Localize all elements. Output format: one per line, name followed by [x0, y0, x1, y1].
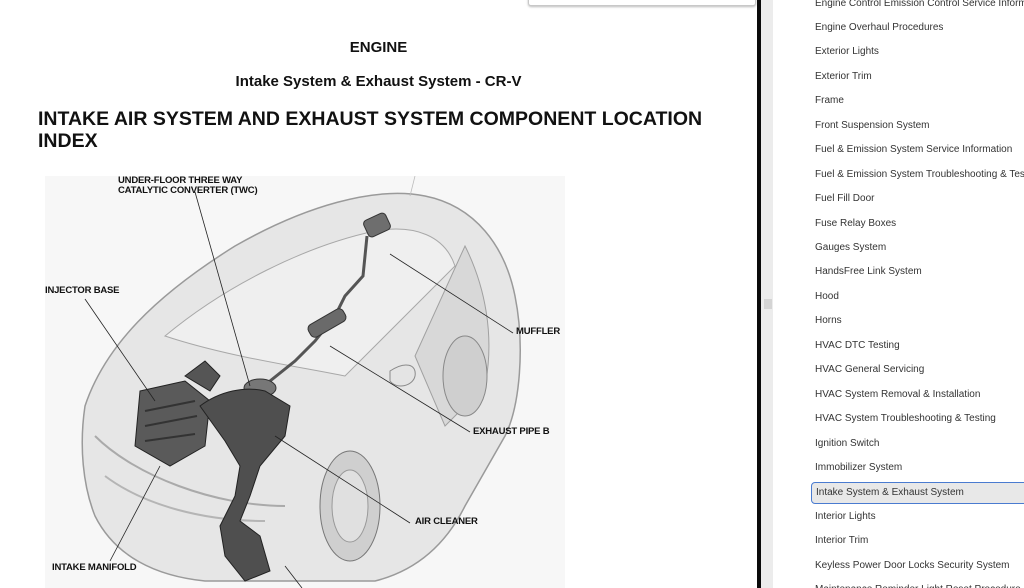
nav-item[interactable]: Fuse Relay Boxes [815, 218, 897, 229]
nav-item[interactable]: Fuel & Emission System Service Informati… [815, 144, 1013, 155]
label-muffler: MUFFLER [516, 326, 560, 337]
nav-item[interactable]: HandsFree Link System [815, 266, 922, 277]
nav-item[interactable]: Keyless Power Door Locks Security System [815, 560, 1010, 571]
nav-item[interactable]: HVAC System Removal & Installation [815, 389, 981, 400]
splitter-handle[interactable] [764, 299, 772, 309]
section-title: ENGINE [349, 39, 408, 56]
nav-item[interactable]: HVAC System Troubleshooting & Testing [815, 413, 996, 424]
label-injector-base: INJECTOR BASE [45, 285, 120, 296]
nav-item[interactable]: Fuel Fill Door [815, 193, 875, 204]
nav-item[interactable]: Gauges System [815, 242, 887, 253]
nav-item[interactable]: Exterior Lights [815, 46, 879, 57]
nav-item[interactable]: HVAC DTC Testing [815, 340, 900, 351]
nav-item[interactable]: HVAC General Servicing [815, 364, 925, 375]
nav-item[interactable]: Maintenance Reminder Light Reset Procedu… [815, 580, 1021, 588]
topic-navigation-list: Engine Control Emission Control Service … [773, 0, 1024, 588]
document-subtitle: Intake System & Exhaust System - CR-V [235, 73, 522, 90]
nav-item[interactable]: Exterior Trim [815, 71, 872, 82]
nav-item[interactable]: Immobilizer System [815, 462, 903, 473]
nav-item[interactable]: Hood [815, 291, 839, 302]
nav-item[interactable]: Frame [815, 95, 844, 106]
document-pane: ENGINE Intake System & Exhaust System - … [38, 0, 756, 588]
component-location-diagram: UNDER-FLOOR THREE WAY CATALYTIC CONVERTE… [45, 176, 565, 588]
splitter-gutter[interactable] [761, 0, 773, 588]
nav-item[interactable]: Horns [815, 315, 842, 326]
nav-item-active[interactable]: Intake System & Exhaust System [811, 482, 1024, 504]
nav-item[interactable]: Interior Trim [815, 535, 869, 546]
nav-item[interactable]: Engine Control Emission Control Service … [815, 0, 1024, 9]
nav-item[interactable]: Front Suspension System [815, 120, 930, 131]
nav-item[interactable]: Interior Lights [815, 511, 876, 522]
nav-item[interactable]: Ignition Switch [815, 438, 880, 449]
top-toolbar-box[interactable] [528, 0, 756, 6]
pane-splitter[interactable] [757, 0, 761, 588]
label-twc-line1: UNDER-FLOOR THREE WAY [118, 175, 243, 186]
label-exhaust-pipe-b: EXHAUST PIPE B [473, 426, 550, 437]
nav-item[interactable]: Fuel & Emission System Troubleshooting &… [815, 169, 1024, 180]
label-air-cleaner: AIR CLEANER [415, 516, 478, 527]
page-heading: INTAKE AIR SYSTEM AND EXHAUST SYSTEM COM… [38, 108, 703, 152]
car-illustration [81, 176, 521, 588]
nav-item[interactable]: Engine Overhaul Procedures [815, 22, 944, 33]
label-twc-line2: CATALYTIC CONVERTER (TWC) [118, 185, 258, 196]
label-intake-manifold: INTAKE MANIFOLD [52, 562, 137, 573]
